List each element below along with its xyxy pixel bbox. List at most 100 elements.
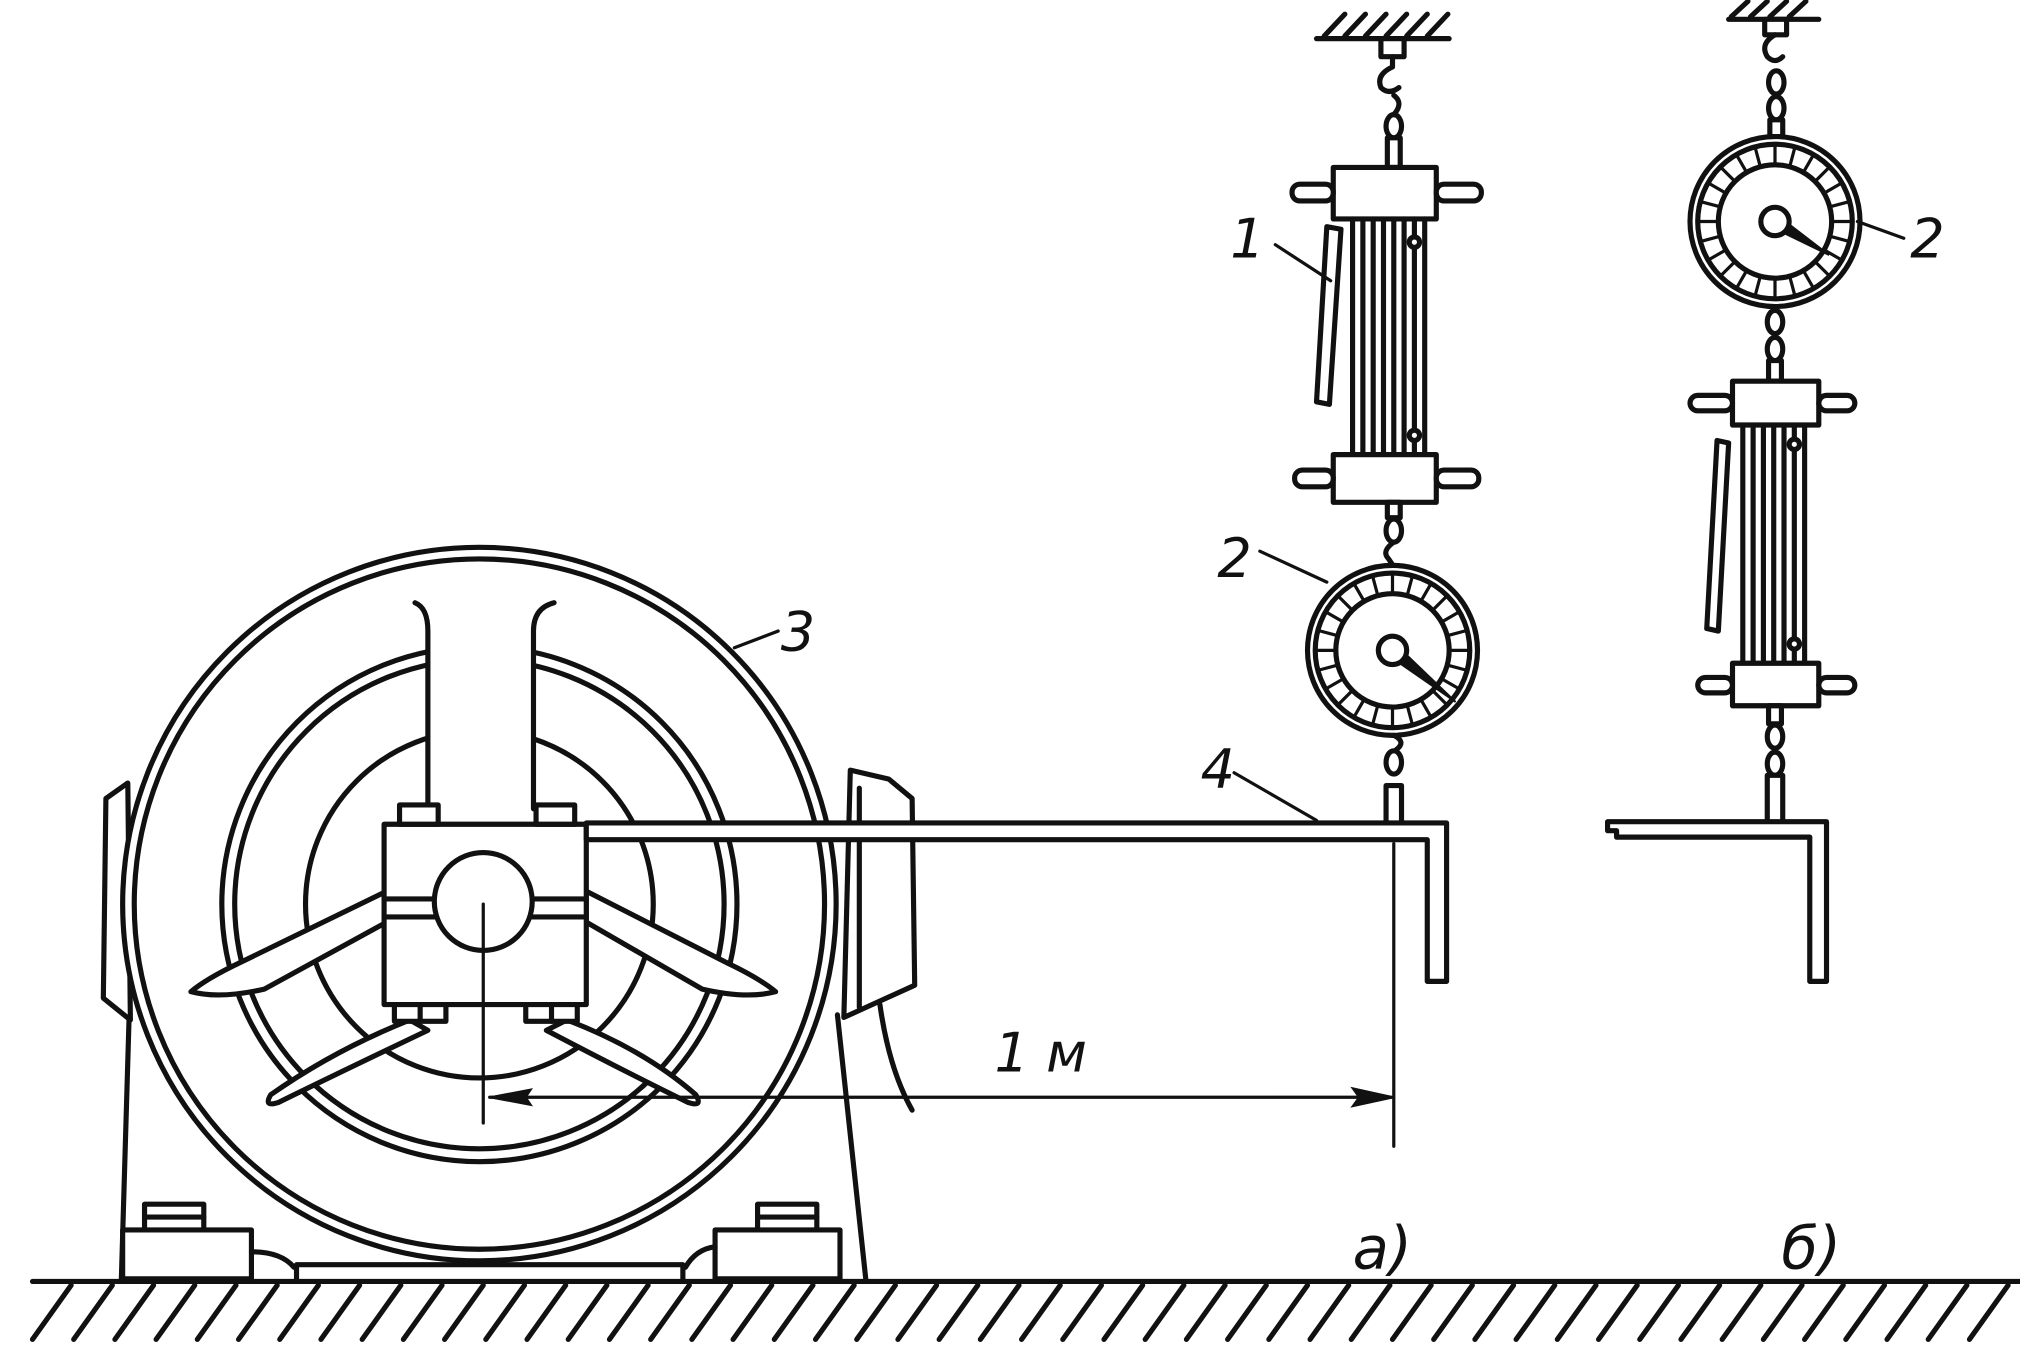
lever-leader-line	[1232, 771, 1319, 822]
dial-hub	[1758, 204, 1792, 239]
rod-a-mid	[1384, 499, 1403, 521]
hatch-line	[812, 1282, 857, 1342]
spring-top-pin-right-a	[1433, 181, 1484, 204]
spring-bottom-pin-left-b	[1695, 674, 1736, 696]
dimension-lever-arm: 1 м	[481, 841, 1396, 1148]
dial-tick	[1734, 268, 1749, 291]
hatch-line	[1802, 1282, 1846, 1342]
hatch-line	[1389, 1282, 1434, 1342]
spring-set-b	[1687, 378, 1858, 709]
hatch-line	[1767, 0, 1790, 20]
dial-tick	[1336, 688, 1355, 707]
spring-bottom-block-b	[1729, 660, 1822, 709]
hatch-line	[1925, 1282, 1970, 1342]
spring-bottom-block-a	[1330, 452, 1439, 505]
spring-top-block-a	[1330, 164, 1439, 222]
hatch-line	[1966, 1282, 2011, 1342]
hatch-line	[277, 1282, 321, 1342]
lower-left-arm	[265, 1017, 431, 1107]
hatch-line	[1404, 11, 1430, 39]
dial-tick	[1801, 268, 1816, 291]
hatch-line	[1383, 11, 1410, 39]
rod-rivet	[1406, 234, 1423, 250]
column-right-edge	[530, 600, 557, 812]
ceiling-hatching-a	[1321, 11, 1451, 39]
hatch-line	[359, 1282, 404, 1342]
dial-tick	[1405, 703, 1415, 727]
chain-link	[1383, 112, 1405, 141]
suspension-assembly-a: 1 2 а)	[1217, 11, 1484, 1283]
hatch-line	[1321, 11, 1348, 39]
dial-gauge-label: 2	[1910, 208, 1944, 271]
rod-rivet	[1786, 436, 1803, 453]
hatch-line	[854, 1282, 898, 1342]
left-foot	[120, 1227, 255, 1282]
rod-a-top	[1384, 135, 1403, 170]
dial-tick	[1828, 199, 1852, 209]
hatch-line	[648, 1282, 692, 1342]
dial-gauge-leader-line	[1855, 219, 1906, 240]
hatch-line	[1348, 1282, 1393, 1342]
pedestal-right-leg	[834, 1012, 869, 1282]
base-plate	[293, 1262, 686, 1282]
dial-tick	[1698, 199, 1722, 209]
dial-tick	[1419, 697, 1433, 719]
right-foot-fillet	[682, 1244, 718, 1270]
dial-tick	[1336, 594, 1355, 612]
spring-bottom-pin-left-a	[1292, 467, 1336, 490]
spring-bottom-pin-right-a	[1433, 467, 1482, 490]
hatch-line	[483, 1282, 528, 1342]
dial-tick	[1801, 152, 1816, 175]
view-b-label: б)	[1781, 1214, 1841, 1283]
hatch-line	[29, 1282, 74, 1342]
chain-link	[1383, 516, 1405, 545]
ground-hatching	[29, 1282, 2011, 1342]
flywheel-label: 3	[781, 600, 815, 663]
hatch-line	[936, 1282, 981, 1342]
dimension-arrow-right	[1350, 1086, 1394, 1108]
hatch-line	[1786, 0, 1809, 20]
hatch-line	[1142, 1282, 1187, 1342]
dimension-arrow-left	[489, 1088, 533, 1107]
hatch-line	[895, 1282, 940, 1342]
loose-spring-rod-a	[1313, 224, 1344, 407]
suspension-assembly-b: 2 б)	[1605, 0, 1945, 1283]
hatch-line	[1342, 11, 1369, 39]
spring-top-pin-left-a	[1289, 181, 1336, 204]
spring-set-a	[1289, 164, 1484, 505]
lever-hook-b	[1764, 772, 1786, 826]
spring-set-leader-line	[1273, 243, 1333, 283]
dial-tick	[1370, 703, 1380, 727]
column-left-edge	[412, 600, 431, 812]
hatch-line	[730, 1282, 775, 1342]
dial-tick	[1788, 145, 1797, 169]
dial-tick	[1753, 274, 1762, 298]
view-a-label: а)	[1353, 1214, 1412, 1283]
ground	[29, 1278, 2020, 1342]
upper-left-arm	[188, 888, 390, 998]
hatch-line	[1424, 11, 1451, 39]
pedestal-right-ear	[841, 767, 918, 1020]
dial-tick	[1822, 248, 1844, 262]
dial-tick	[1316, 663, 1340, 672]
hatch-line	[1884, 1282, 1929, 1342]
hatch-line	[1719, 1282, 1764, 1342]
dial-tick	[1828, 234, 1852, 244]
dial-tick	[1405, 574, 1415, 598]
chain-link	[1765, 94, 1787, 123]
chain-hook	[1391, 92, 1402, 118]
hatch-line	[318, 1282, 363, 1342]
dial-tick	[1698, 234, 1722, 244]
chain-hook	[1391, 732, 1404, 753]
ceiling-mount-a	[1378, 36, 1407, 60]
lower-right-arm	[543, 1017, 701, 1107]
dial-tick	[1419, 581, 1433, 603]
dial-tick	[1352, 697, 1366, 719]
hatch-line	[194, 1282, 239, 1342]
dial-tick	[1445, 663, 1469, 672]
hatch-line	[442, 1282, 486, 1342]
hatch-line	[1019, 1282, 1063, 1342]
spring-set-label: 1	[1230, 208, 1264, 271]
clamp-block	[381, 802, 589, 1024]
